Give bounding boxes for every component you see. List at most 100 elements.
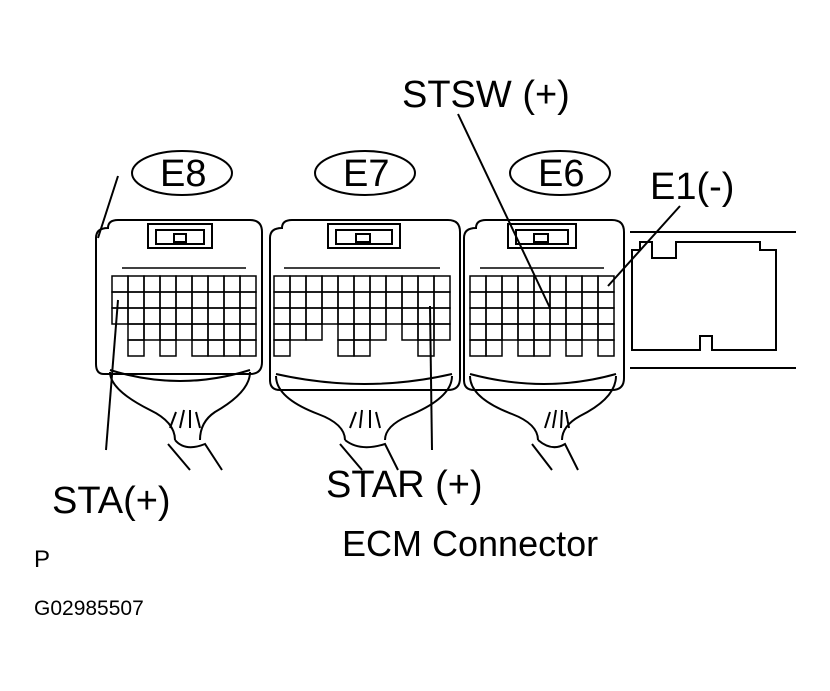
- pin-cavity-e7: [369, 291, 387, 309]
- pin-cavity-e7: [321, 275, 339, 293]
- pin-cavity-e6: [533, 291, 551, 309]
- pin-cavity-e7: [353, 323, 371, 341]
- pin-cavity-e7: [369, 275, 387, 293]
- leader-star: [429, 305, 433, 451]
- pin-cavity-e6: [597, 339, 615, 357]
- pin-cavity-e7: [273, 291, 291, 309]
- pin-cavity-e7: [273, 323, 291, 341]
- terminal-label-star: STAR (+): [326, 464, 483, 506]
- pin-cavity-e8: [223, 291, 241, 309]
- pin-cavity-e8: [143, 307, 161, 325]
- pin-cavity-e7: [385, 307, 403, 325]
- pin-cavity-e8: [159, 323, 177, 341]
- pin-cavity-e6: [533, 323, 551, 341]
- pin-cavity-e8: [223, 275, 241, 293]
- pin-cavity-e8: [207, 339, 225, 357]
- pin-cavity-e8: [191, 275, 209, 293]
- pin-cavity-e8: [223, 339, 241, 357]
- pin-cavity-e8: [127, 339, 145, 357]
- pin-cavity-e6: [597, 323, 615, 341]
- leader-e8-corner: [97, 175, 119, 239]
- pin-cavity-e7: [433, 323, 451, 341]
- pin-cavity-e8: [111, 291, 129, 309]
- pin-cavity-e7: [433, 291, 451, 309]
- tag-ellipse-e7: [314, 150, 416, 196]
- tag-ellipse-e6: [509, 150, 611, 196]
- pin-cavity-e7: [417, 339, 435, 357]
- terminal-label-sta: STA(+): [52, 480, 171, 522]
- connector-label-e7: E7: [343, 153, 390, 195]
- pin-cavity-e6: [581, 307, 599, 325]
- pin-cavity-e7: [321, 307, 339, 325]
- pin-cavity-e8: [159, 339, 177, 357]
- pin-cavity-e8: [239, 275, 257, 293]
- pin-cavity-e6: [581, 291, 599, 309]
- pin-cavity-e6: [469, 275, 487, 293]
- terminal-label-e1: E1(-): [650, 166, 735, 208]
- wire-boot-e8: [109, 371, 251, 441]
- pin-cavity-e6: [549, 323, 567, 341]
- connector-label-e6: E6: [538, 153, 585, 195]
- pin-cavity-e6: [565, 323, 583, 341]
- pin-cavity-e8: [175, 275, 193, 293]
- pin-cavity-e6: [565, 339, 583, 357]
- pin-cavity-e6: [501, 275, 519, 293]
- pin-cavity-e6: [501, 291, 519, 309]
- pin-cavity-e7: [385, 291, 403, 309]
- pin-cavity-e6: [549, 307, 567, 325]
- pin-cavity-e6: [565, 275, 583, 293]
- pin-cavity-e7: [417, 307, 435, 325]
- pin-cavity-e8: [175, 307, 193, 325]
- leader-sta: [105, 299, 119, 451]
- pin-cavity-e7: [369, 323, 387, 341]
- pin-cavity-e8: [175, 323, 193, 341]
- wire-boot-e7: [275, 375, 453, 441]
- wire-boot-e6: [469, 375, 617, 441]
- pin-cavity-e7: [401, 307, 419, 325]
- pin-cavity-e6: [485, 275, 503, 293]
- tag-ellipse-e8: [131, 150, 233, 196]
- pin-cavity-e6: [581, 275, 599, 293]
- pin-cavity-e8: [127, 275, 145, 293]
- pin-cavity-e6: [485, 307, 503, 325]
- pin-cavity-e7: [289, 307, 307, 325]
- leader-stsw: [457, 113, 551, 309]
- pin-cavity-e7: [385, 275, 403, 293]
- pin-cavity-e7: [305, 323, 323, 341]
- pin-cavity-e6: [469, 323, 487, 341]
- pin-cavity-e7: [337, 275, 355, 293]
- pin-cavity-e8: [207, 275, 225, 293]
- pin-cavity-e8: [207, 291, 225, 309]
- mating-connector: [630, 231, 796, 369]
- connector-housing-e7: [269, 219, 461, 391]
- pin-cavity-e7: [273, 339, 291, 357]
- pin-cavity-e6: [533, 307, 551, 325]
- pin-cavity-e8: [223, 307, 241, 325]
- pin-cavity-e7: [289, 291, 307, 309]
- pin-cavity-e7: [401, 291, 419, 309]
- pin-cavity-e7: [417, 291, 435, 309]
- pin-cavity-e8: [143, 291, 161, 309]
- pin-cavity-e8: [207, 323, 225, 341]
- pin-cavity-e8: [127, 323, 145, 341]
- pin-cavity-e7: [353, 339, 371, 357]
- pin-cavity-e6: [533, 339, 551, 357]
- pin-cavity-e6: [597, 307, 615, 325]
- pin-cavity-e8: [223, 323, 241, 341]
- pin-cavity-e6: [469, 291, 487, 309]
- pin-cavity-e8: [239, 307, 257, 325]
- pin-cavity-e6: [549, 275, 567, 293]
- pin-cavity-e7: [273, 307, 291, 325]
- pin-cavity-e6: [517, 323, 535, 341]
- pin-cavity-e8: [159, 275, 177, 293]
- pin-cavity-e6: [517, 275, 535, 293]
- pin-cavity-e8: [191, 323, 209, 341]
- figure-code: G02985507: [34, 597, 144, 620]
- latch-e7: [327, 223, 401, 249]
- pin-cavity-e7: [321, 291, 339, 309]
- pin-cavity-e7: [417, 323, 435, 341]
- pin-cavity-e8: [127, 291, 145, 309]
- leader-e1: [607, 205, 681, 287]
- pin-cavity-e7: [401, 323, 419, 341]
